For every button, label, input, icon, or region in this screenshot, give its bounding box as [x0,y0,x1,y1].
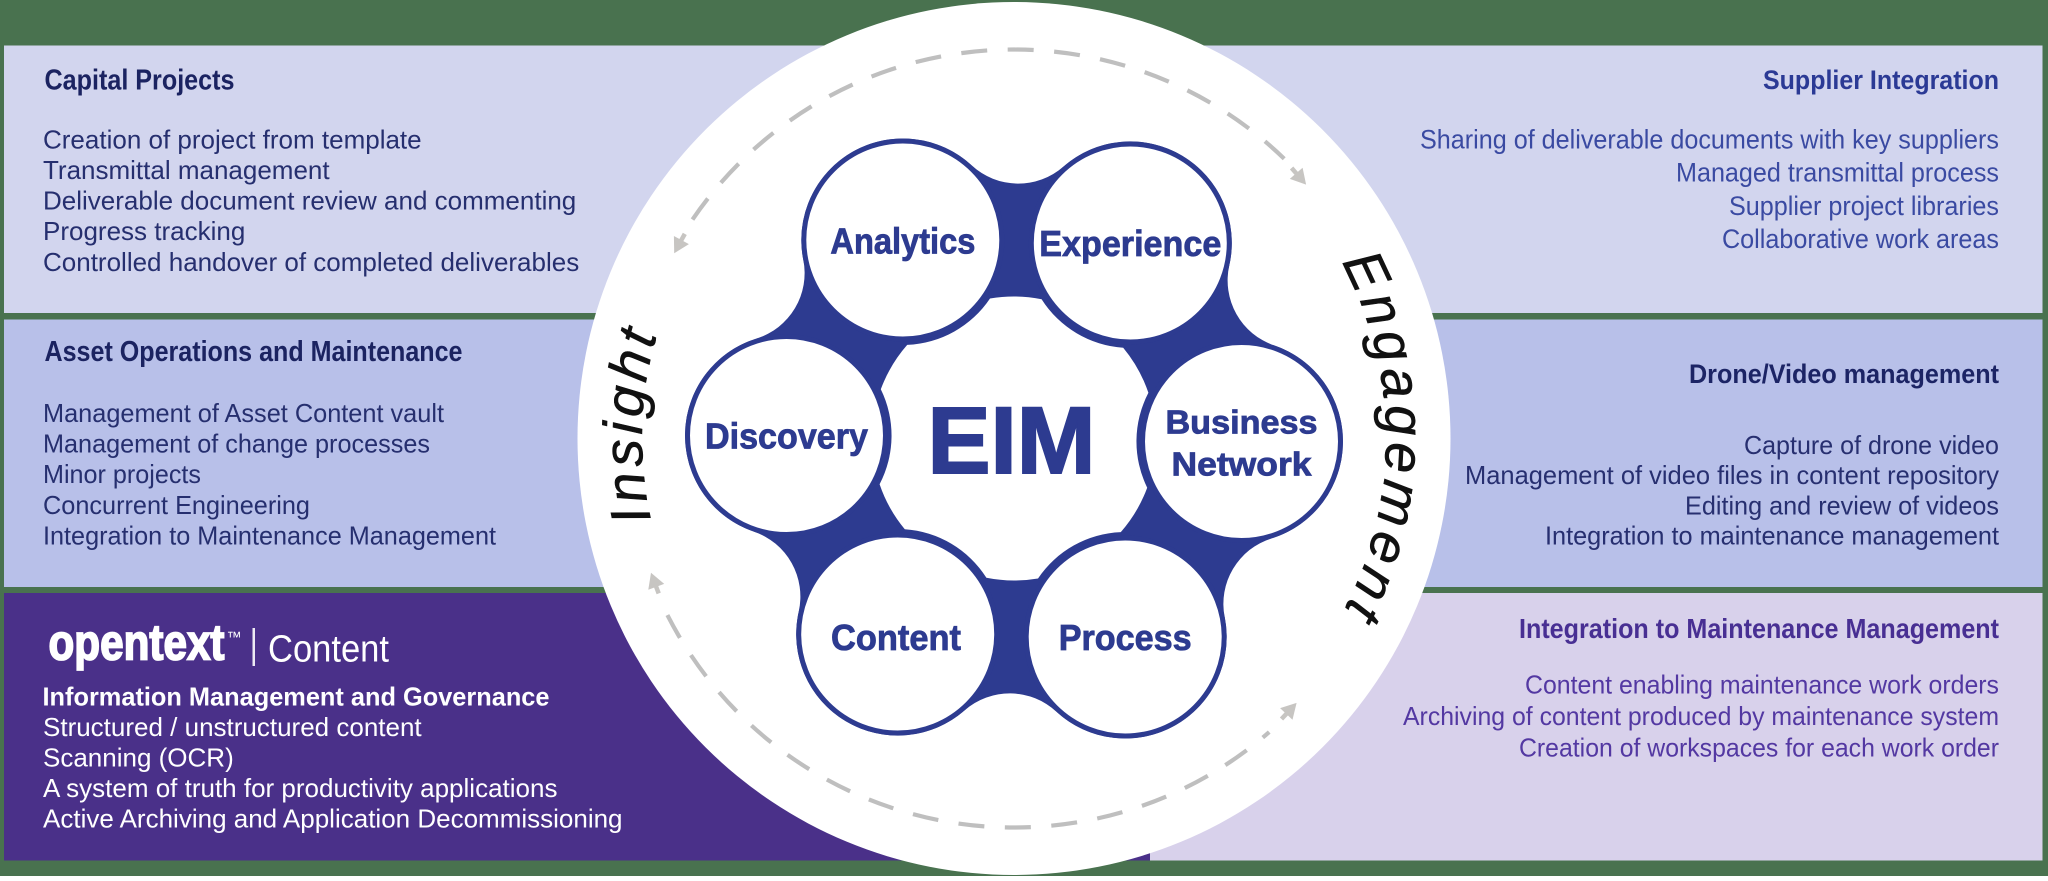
svg-text:Asset Operations and Maintenan: Asset Operations and Maintenance [45,336,463,368]
svg-text:Managed transmittal process: Managed transmittal process [1676,158,1999,188]
svg-text:Management of video files in c: Management of video files in content rep… [1465,460,1999,490]
svg-text:Analytics: Analytics [830,220,975,261]
svg-text:Business: Business [1166,404,1318,441]
svg-text:Network: Network [1172,446,1313,483]
svg-text:Experience: Experience [1039,223,1221,264]
svg-text:Content: Content [268,628,389,670]
svg-text:Archiving of content produced: Archiving of content produced by mainten… [1403,701,1999,731]
svg-text:Active Archiving and Applicati: Active Archiving and Application Decommi… [43,804,623,834]
svg-text:Transmittal management: Transmittal management [43,155,330,185]
svg-text:opentext: opentext [49,615,225,671]
svg-text:A system of truth for producti: A system of truth for productivity appli… [43,773,557,803]
svg-text:Integration to Maintenance Man: Integration to Maintenance Management [43,520,497,550]
svg-text:Scanning (OCR): Scanning (OCR) [43,743,234,773]
svg-text:Integration to Maintenance Man: Integration to Maintenance Management [1519,613,1999,644]
svg-text:Concurrent Engineering: Concurrent Engineering [43,490,310,520]
svg-text:Controlled handover of complet: Controlled handover of completed deliver… [43,247,579,277]
svg-text:™: ™ [227,629,242,646]
svg-text:Creation of project from templ: Creation of project from template [43,124,422,154]
svg-text:Deliverable document review an: Deliverable document review and commenti… [43,186,576,216]
svg-text:Insight: Insight [592,317,670,529]
svg-text:EIM: EIM [928,388,1096,494]
svg-text:Capital Projects: Capital Projects [45,64,235,96]
svg-text:Information Management and Gov: Information Management and Governance [43,681,550,711]
svg-text:Capture of drone video: Capture of drone video [1744,430,1999,460]
svg-text:Content enabling maintenance w: Content enabling maintenance work orders [1525,669,1999,699]
svg-text:Sharing of deliverable documen: Sharing of deliverable documents with ke… [1420,125,1999,155]
svg-text:Integration to maintenance man: Integration to maintenance management [1545,521,2000,551]
svg-text:Creation of workspaces for eac: Creation of workspaces for each work ord… [1519,732,1999,762]
svg-text:Process: Process [1059,617,1192,658]
svg-text:Content: Content [831,617,961,658]
svg-text:Drone/Video management: Drone/Video management [1689,359,1999,389]
svg-text:Collaborative work areas: Collaborative work areas [1722,224,1999,254]
svg-text:Management of Asset Content va: Management of Asset Content vault [43,398,445,428]
svg-text:Supplier Integration: Supplier Integration [1763,65,1999,95]
svg-text:Progress tracking: Progress tracking [43,216,245,246]
svg-text:Supplier project libraries: Supplier project libraries [1729,191,1999,221]
svg-text:Discovery: Discovery [705,416,868,457]
svg-text:Minor projects: Minor projects [43,459,201,489]
svg-text:Structured / unstructured cont: Structured / unstructured content [43,712,422,742]
svg-text:Management of change processes: Management of change processes [43,429,430,459]
svg-text:Editing and review of videos: Editing and review of videos [1685,490,1999,520]
